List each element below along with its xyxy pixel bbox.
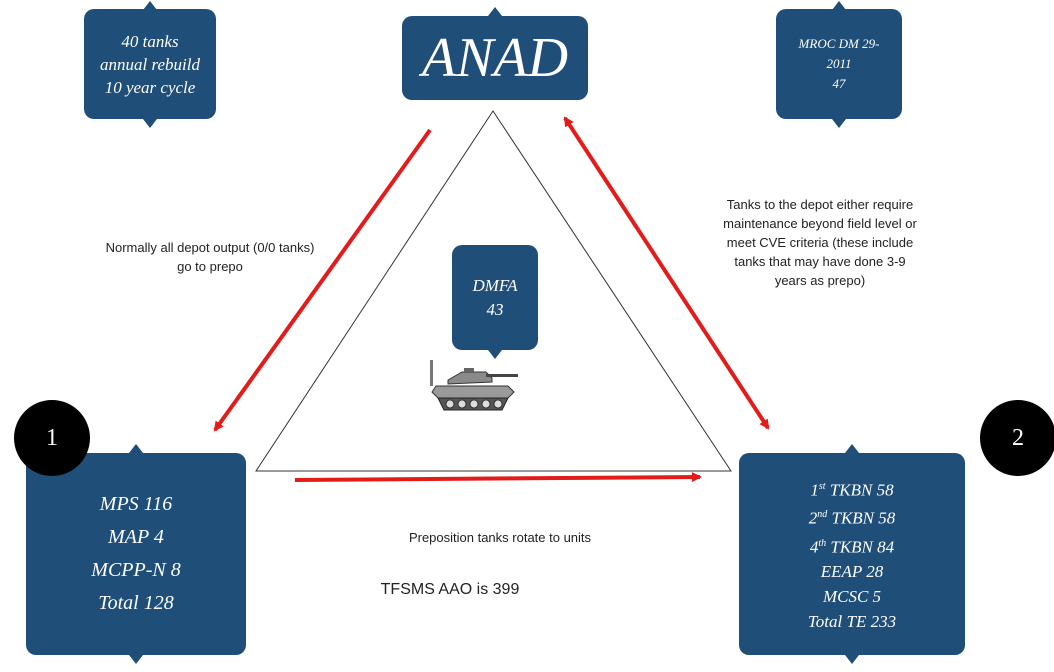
mroc-box: MROC DM 29- 2011 47	[776, 9, 902, 119]
tank-icon	[430, 360, 518, 411]
units-line: 2nd TKBN 58	[808, 508, 896, 528]
units-box: 1st TKBN 58 2nd TKBN 58 4th TKBN 84 EEAP…	[739, 453, 965, 655]
dmfa-box-pointer	[488, 350, 502, 359]
mroc-line: MROC DM 29-	[798, 36, 880, 51]
rebuild-box-top-pointer	[143, 1, 157, 10]
arrow-prepo-to-units	[294, 472, 702, 483]
note-aao: TFSMS AAO is 399	[380, 581, 520, 598]
note-depot-input: Tanks to the depot either require mainte…	[723, 197, 917, 288]
depot-box-pointer	[488, 7, 502, 16]
units-line: 1st TKBN 58	[810, 480, 894, 500]
marker-1: 1	[14, 400, 90, 476]
prepo-box-top-pointer	[129, 444, 143, 453]
mroc-box-top-pointer	[832, 1, 846, 10]
prepo-box: MPS 116 MAP 4 MCPP-N 8 Total 128	[26, 453, 246, 655]
rebuild-line: 40 tanks	[121, 31, 179, 51]
units-line: 4th TKBN 84	[809, 537, 895, 557]
units-box-top-pointer	[845, 444, 859, 453]
arrow-depot-to-prepo	[213, 128, 432, 432]
prepo-line: MCPP-N 8	[91, 559, 181, 581]
note-depot-output: Normally all depot output (0/0 tanks) go…	[105, 240, 315, 274]
units-box-pointer	[845, 655, 859, 664]
dmfa-line: DMFA	[472, 275, 518, 295]
depot-box: ANAD	[402, 16, 588, 100]
units-line: Total TE 233	[807, 612, 897, 632]
note-rotation: Preposition tanks rotate to units	[408, 530, 592, 545]
rebuild-box: 40 tanks annual rebuild 10 year cycle	[84, 9, 216, 119]
dmfa-box: DMFA 43	[452, 245, 538, 350]
marker-2: 2	[980, 400, 1054, 476]
prepo-line: Total 128	[98, 592, 174, 614]
units-line: MCSC 5	[822, 587, 882, 607]
arrow-units-depot	[563, 116, 770, 430]
mroc-box-pointer	[832, 119, 846, 128]
mroc-line: 2011	[826, 56, 852, 71]
mroc-line: 47	[832, 76, 846, 91]
prepo-line: MAP 4	[108, 526, 164, 548]
dmfa-line: 43	[486, 299, 504, 319]
units-line: EEAP 28	[820, 562, 884, 582]
rebuild-line: annual rebuild	[100, 54, 200, 74]
prepo-line: MPS 116	[99, 493, 173, 515]
prepo-box-pointer	[129, 655, 143, 664]
rebuild-line: 10 year cycle	[104, 77, 196, 97]
rebuild-box-pointer	[143, 119, 157, 128]
depot-label: ANAD	[421, 27, 569, 89]
